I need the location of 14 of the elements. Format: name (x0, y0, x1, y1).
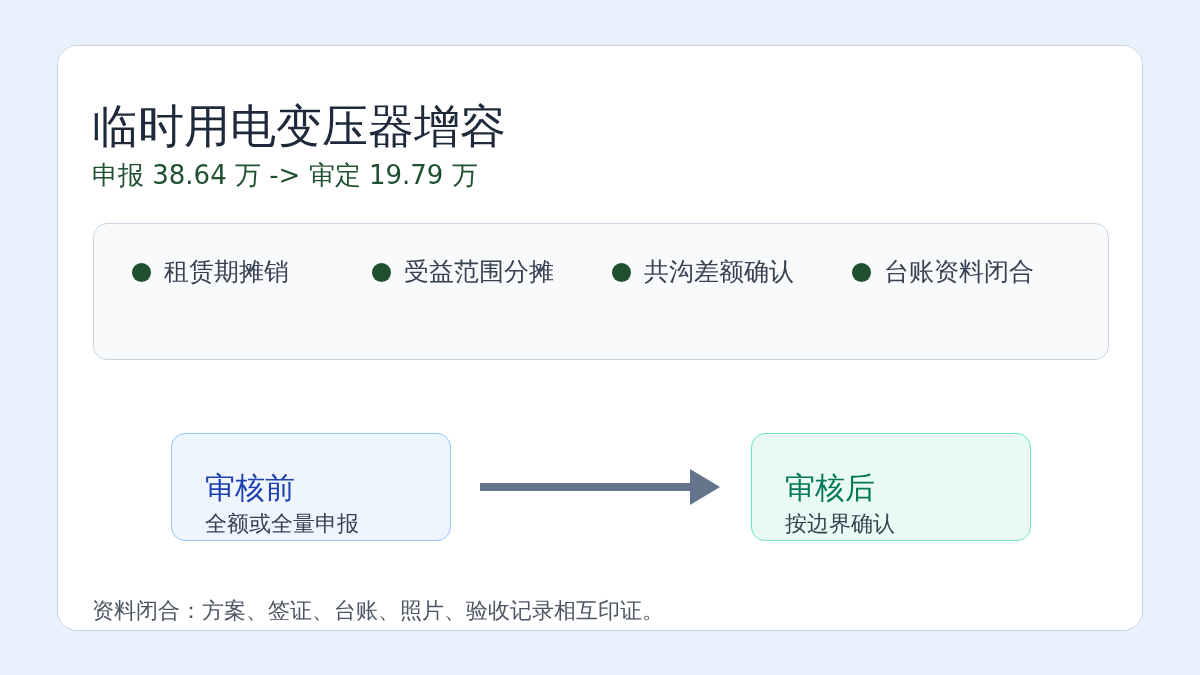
box-title: 审核前 (205, 469, 295, 507)
info-panel (93, 223, 1109, 360)
caption-text: 资料闭合：方案、签证、台账、照片、验收记录相互印证。 (92, 597, 664, 625)
subtitle: 申报 38.64 万 -> 审定 19.79 万 (92, 159, 478, 192)
list-item: 受益范围分摊 (404, 256, 554, 288)
box-subtitle: 全额或全量申报 (205, 510, 359, 538)
process-box (751, 433, 1031, 541)
box-subtitle: 按边界确认 (785, 510, 895, 538)
list-item: 租赁期摊销 (164, 256, 289, 288)
list-item: 台账资料闭合 (884, 256, 1034, 288)
title: 临时用电变压器增容 (92, 98, 506, 154)
box-title: 审核后 (785, 469, 875, 507)
list-item: 共沟差额确认 (644, 256, 794, 288)
process-box (171, 433, 451, 541)
